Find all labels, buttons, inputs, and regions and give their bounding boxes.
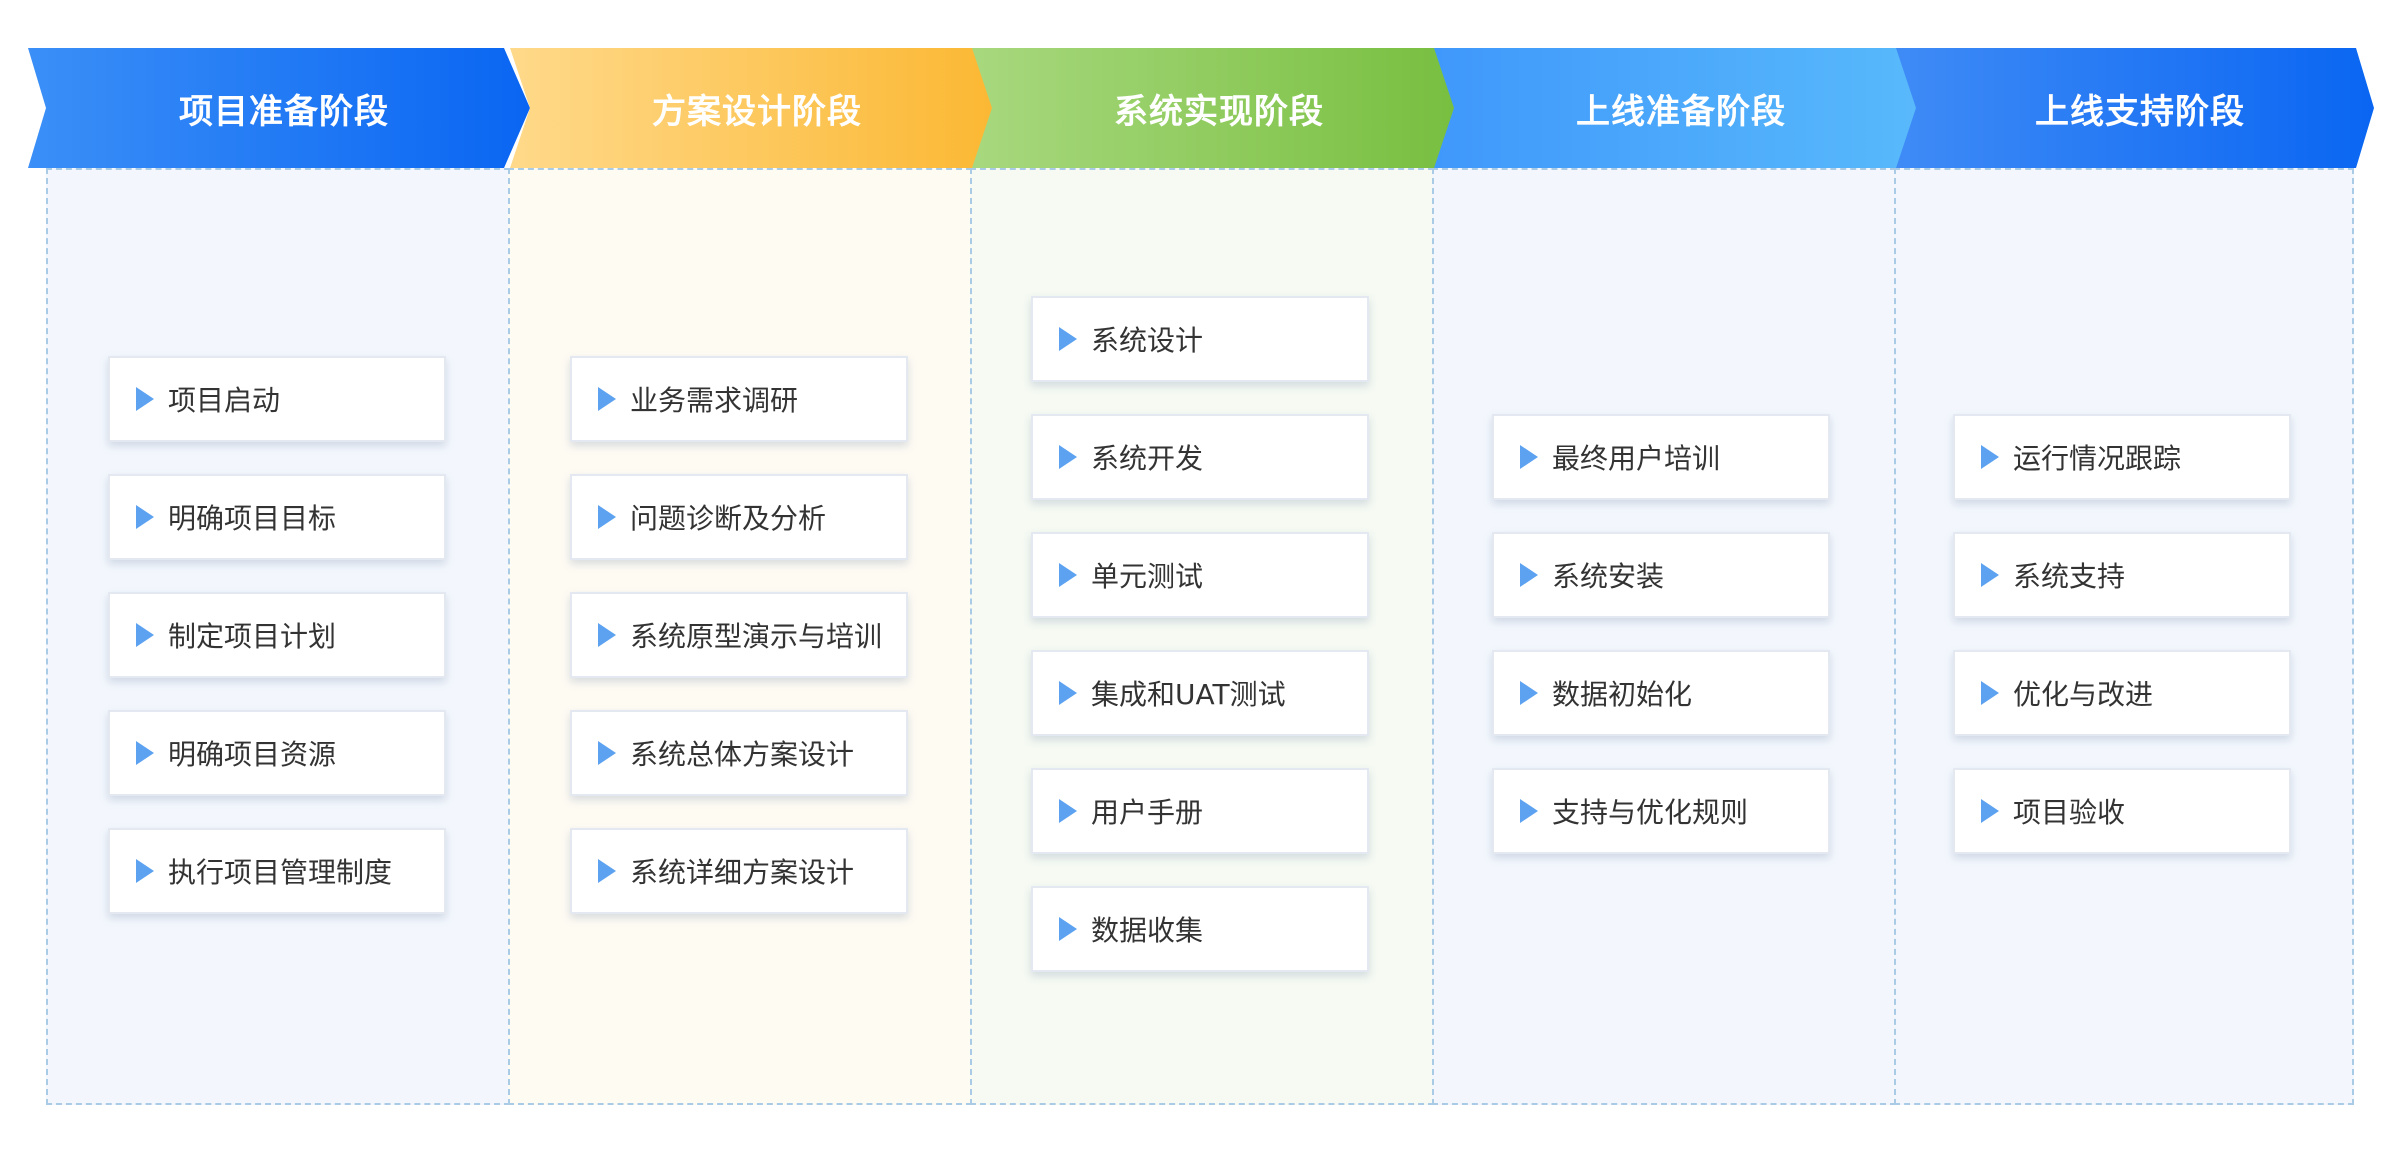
- stage-4-item: 支持与优化规则: [1492, 768, 1830, 854]
- play-triangle-icon: [1059, 917, 1077, 941]
- play-triangle-icon: [1981, 563, 1999, 587]
- play-triangle-icon: [598, 505, 616, 529]
- stage-5-header: 上线支持阶段: [1896, 48, 2374, 168]
- stage-2-title: 方案设计阶段: [652, 91, 862, 132]
- play-triangle-icon: [598, 859, 616, 883]
- stage-2-item: 业务需求调研: [570, 356, 908, 442]
- stage-2-item: 系统总体方案设计: [570, 710, 908, 796]
- play-triangle-icon: [136, 623, 154, 647]
- stage-4-title: 上线准备阶段: [1576, 91, 1786, 132]
- stage-3-header: 系统实现阶段: [972, 48, 1456, 168]
- stage-1-header: 项目准备阶段: [28, 48, 530, 168]
- stage-3-item: 数据收集: [1031, 886, 1369, 972]
- play-triangle-icon: [1059, 327, 1077, 351]
- stage-5-item: 运行情况跟踪: [1953, 414, 2291, 500]
- play-triangle-icon: [1520, 799, 1538, 823]
- stage-5-item: 项目验收: [1953, 768, 2291, 854]
- stage-3-item: 系统设计: [1031, 296, 1369, 382]
- play-triangle-icon: [1059, 799, 1077, 823]
- stage-2-item: 系统原型演示与培训: [570, 592, 908, 678]
- play-triangle-icon: [1981, 799, 1999, 823]
- stage-2-item: 系统详细方案设计: [570, 828, 908, 914]
- play-triangle-icon: [598, 623, 616, 647]
- play-triangle-icon: [1059, 445, 1077, 469]
- stage-3-item: 集成和UAT测试: [1031, 650, 1369, 736]
- play-triangle-icon: [136, 505, 154, 529]
- stage-1-item: 项目启动: [108, 356, 446, 442]
- stage-1-item: 执行项目管理制度: [108, 828, 446, 914]
- stage-4-header: 上线准备阶段: [1434, 48, 1918, 168]
- play-triangle-icon: [1981, 681, 1999, 705]
- stage-2-header: 方案设计阶段: [510, 48, 994, 168]
- play-triangle-icon: [598, 387, 616, 411]
- stage-4-item: 最终用户培训: [1492, 414, 1830, 500]
- stage-5-item: 系统支持: [1953, 532, 2291, 618]
- stage-3-title: 系统实现阶段: [1114, 91, 1324, 132]
- stage-3-item: 用户手册: [1031, 768, 1369, 854]
- stage-2-item: 问题诊断及分析: [570, 474, 908, 560]
- stage-4-column: [1432, 168, 1896, 1105]
- stage-1-item: 明确项目资源: [108, 710, 446, 796]
- play-triangle-icon: [136, 387, 154, 411]
- play-triangle-icon: [598, 741, 616, 765]
- play-triangle-icon: [1059, 681, 1077, 705]
- play-triangle-icon: [1520, 681, 1538, 705]
- stage-3-item: 单元测试: [1031, 532, 1369, 618]
- stage-5-title: 上线支持阶段: [2035, 91, 2245, 132]
- play-triangle-icon: [136, 859, 154, 883]
- stage-1-item: 明确项目目标: [108, 474, 446, 560]
- stage-4-item: 系统安装: [1492, 532, 1830, 618]
- stage-5-column: [1894, 168, 2354, 1105]
- stage-1-title: 项目准备阶段: [179, 91, 389, 132]
- play-triangle-icon: [1981, 445, 1999, 469]
- play-triangle-icon: [1520, 445, 1538, 469]
- stage-5-item: 优化与改进: [1953, 650, 2291, 736]
- play-triangle-icon: [136, 741, 154, 765]
- play-triangle-icon: [1059, 563, 1077, 587]
- stage-1-item: 制定项目计划: [108, 592, 446, 678]
- stage-4-item: 数据初始化: [1492, 650, 1830, 736]
- play-triangle-icon: [1520, 563, 1538, 587]
- stage-3-item: 系统开发: [1031, 414, 1369, 500]
